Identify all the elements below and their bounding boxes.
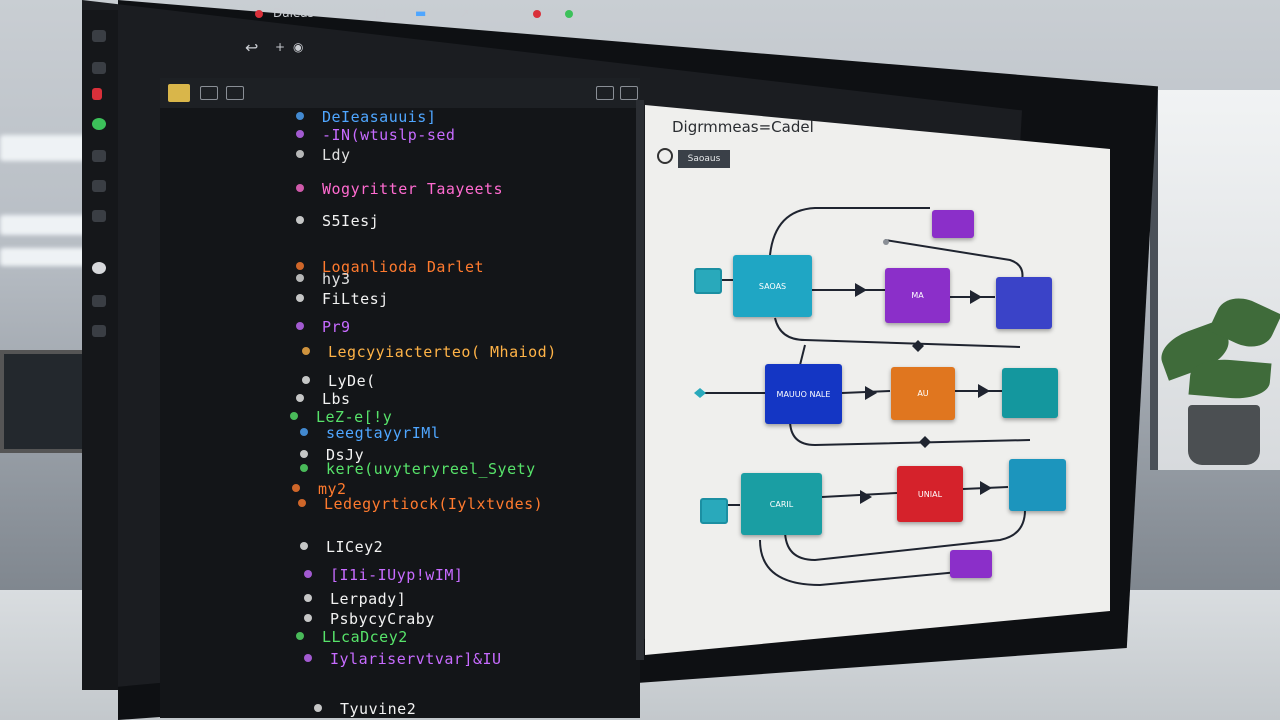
code-line[interactable]: PsbycyCraby xyxy=(330,610,435,628)
menu-title[interactable]: Daleas xyxy=(273,6,314,20)
diagram-node[interactable] xyxy=(932,210,974,238)
code-line[interactable]: LeZ-e[!y xyxy=(316,408,393,426)
gutter-marker xyxy=(296,184,304,192)
gutter-marker xyxy=(296,394,304,402)
gutter-marker xyxy=(304,570,312,578)
gutter-marker xyxy=(304,594,312,602)
split-editor-icon[interactable] xyxy=(200,86,218,100)
code-line[interactable]: LyDe( xyxy=(328,372,376,390)
code-line[interactable]: S5Iesj xyxy=(322,212,380,230)
code-line[interactable]: -IN(wtuslp-sed xyxy=(322,126,456,144)
source-control-icon[interactable] xyxy=(92,62,106,74)
search-icon[interactable] xyxy=(92,180,106,192)
code-line[interactable]: my2 xyxy=(318,480,347,498)
explorer-icon[interactable] xyxy=(92,30,106,42)
code-line[interactable]: Loganlioda Darlet xyxy=(322,258,485,276)
diagram-node[interactable] xyxy=(1009,459,1066,511)
tab-highlight-icon[interactable]: ▬ xyxy=(415,6,427,20)
diagram-node[interactable] xyxy=(950,550,992,578)
gutter-marker xyxy=(314,704,322,712)
gutter-marker xyxy=(300,542,308,550)
gutter-marker xyxy=(296,294,304,302)
eye-icon[interactable]: ◉ xyxy=(293,40,304,54)
more-actions-icon[interactable] xyxy=(620,86,638,100)
gutter-marker xyxy=(292,484,300,492)
gutter-marker xyxy=(300,450,308,458)
preview-badge[interactable]: Saoaus xyxy=(678,150,730,168)
gutter-marker xyxy=(304,654,312,662)
gutter-marker xyxy=(296,632,304,640)
code-line[interactable]: Legcyyiacterteo( Mhaiod) xyxy=(328,343,557,361)
code-line[interactable]: Lerpady] xyxy=(330,590,407,608)
diagram-node[interactable] xyxy=(996,277,1052,329)
gutter-marker xyxy=(304,614,312,622)
code-line[interactable]: Wogyritter Taayeets xyxy=(322,180,504,198)
gutter-marker xyxy=(302,347,310,355)
gutter-marker xyxy=(296,216,304,224)
gutter-marker xyxy=(302,376,310,384)
account-icon[interactable] xyxy=(92,262,106,274)
window-icon[interactable]: ▢ xyxy=(375,6,387,20)
gutter-marker xyxy=(296,130,304,138)
code-editor[interactable] xyxy=(160,78,640,718)
run-icon[interactable] xyxy=(92,118,106,130)
top-menubar: Daleas ▢ ▬ ➚ ↩ + ◉ xyxy=(95,0,595,57)
status-dot-red xyxy=(533,10,541,18)
diagram-node[interactable]: MAUUO NALE xyxy=(765,364,842,424)
code-line[interactable]: Tyuvine2 xyxy=(340,700,417,718)
code-line[interactable]: hy3 xyxy=(322,270,351,288)
code-line[interactable]: DsJy xyxy=(326,446,365,464)
debug-icon[interactable] xyxy=(92,88,102,100)
preview-toggle-icon[interactable] xyxy=(226,86,244,100)
gutter-marker xyxy=(300,464,308,472)
code-line[interactable]: Ledegyrtiock(Iylxtvdes) xyxy=(324,495,544,513)
gutter-marker xyxy=(300,428,308,436)
status-dot-green xyxy=(565,10,573,18)
code-line[interactable]: kere(uvyteryreel_Syety xyxy=(326,460,536,478)
code-line[interactable]: Pr9 xyxy=(322,318,351,336)
gutter-marker xyxy=(296,322,304,330)
diagram-entry-tag[interactable] xyxy=(700,498,728,524)
editor-tab-bar xyxy=(160,78,640,108)
gutter-marker xyxy=(296,262,304,270)
diagram-node[interactable]: SAOAS xyxy=(733,255,812,317)
gutter-marker xyxy=(296,274,304,282)
pane-splitter[interactable] xyxy=(636,100,644,660)
gutter-marker xyxy=(296,112,304,120)
diagram-node[interactable]: AU xyxy=(891,367,955,420)
preview-radio-icon[interactable] xyxy=(657,148,673,164)
code-line[interactable]: Iylariservtvar]&IU xyxy=(330,650,502,668)
cursor-icon[interactable]: ➚ xyxy=(460,6,471,20)
extensions-icon[interactable] xyxy=(92,150,106,162)
gutter-marker xyxy=(290,412,298,420)
code-line[interactable]: LICey2 xyxy=(326,538,384,556)
window-close-dot[interactable] xyxy=(255,10,263,18)
diagram-entry-tag[interactable] xyxy=(694,268,722,294)
code-line[interactable]: Ldy xyxy=(322,146,351,164)
diagram-node[interactable]: MA xyxy=(885,268,950,323)
file-tab-icon[interactable] xyxy=(168,84,190,102)
diagram-node[interactable] xyxy=(1002,368,1058,418)
back-arrow-icon[interactable]: ↩ xyxy=(245,38,259,57)
code-line[interactable]: DeIeasauuis] xyxy=(322,108,437,126)
gear-icon[interactable] xyxy=(92,325,106,337)
close-pane-icon[interactable] xyxy=(596,86,614,100)
plant-pot xyxy=(1188,405,1260,465)
gutter-marker xyxy=(296,150,304,158)
diagram-node[interactable]: UNIAL xyxy=(897,466,963,522)
terminal-icon[interactable] xyxy=(92,295,106,307)
gutter-marker xyxy=(298,499,306,507)
diagram-node[interactable]: CARIL xyxy=(741,473,822,535)
settings-icon[interactable] xyxy=(92,210,106,222)
code-line[interactable]: seegtayyrIMl xyxy=(326,424,441,442)
code-line[interactable]: Lbs xyxy=(322,390,351,408)
add-icon[interactable]: + xyxy=(275,40,286,54)
preview-title: Digrmmeas=Cadel xyxy=(672,118,814,136)
code-line[interactable]: LLcaDcey2 xyxy=(322,628,408,646)
activity-bar xyxy=(82,10,118,690)
code-line[interactable]: FiLtesj xyxy=(322,290,389,308)
code-line[interactable]: [I1i-IUyp!wIM] xyxy=(330,566,464,584)
